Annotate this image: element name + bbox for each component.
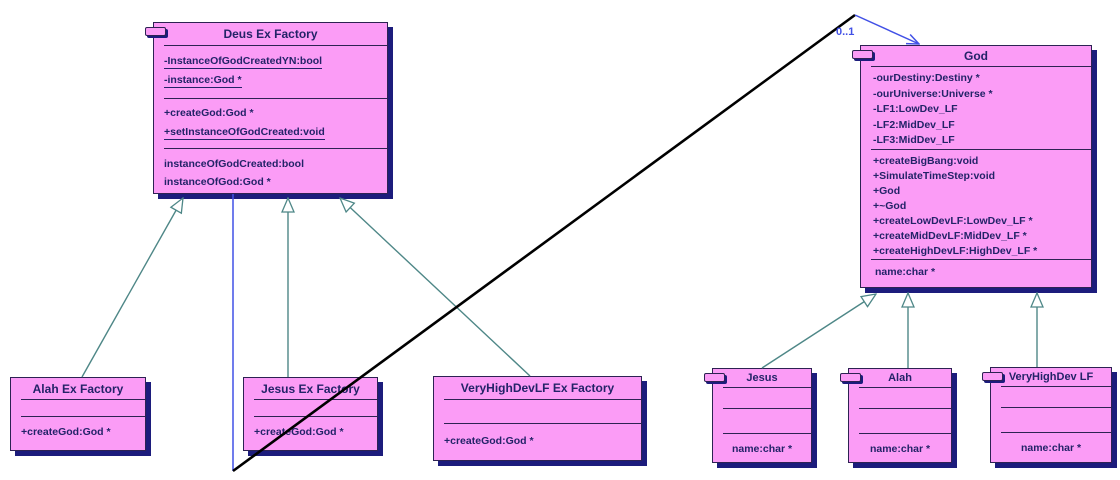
class-title: God xyxy=(964,49,988,63)
attributes-section: -InstanceOfGodCreatedYN:bool -instance:G… xyxy=(154,46,387,98)
methods-section: +createGod:God * +setInstanceOfGodCreate… xyxy=(154,99,387,148)
attributes-section-empty xyxy=(849,388,951,408)
association-deus-to-god-arrow xyxy=(854,14,919,44)
method-row: +createGod:God * xyxy=(444,435,534,447)
section-divider xyxy=(859,408,951,409)
section-divider xyxy=(21,399,145,400)
attributes-section: -ourDestiny:Destiny * -ourUniverse:Unive… xyxy=(861,67,1091,149)
property-row: name:char * xyxy=(1020,442,1082,454)
title-row: Jesus xyxy=(704,369,811,387)
method-row: +createMidDevLF:MidDev_LF * xyxy=(873,230,1027,242)
class-adornment-icon xyxy=(982,372,1003,381)
class-alah[interactable]: Alah name:char * xyxy=(840,368,952,464)
method-row: +createGod:God * xyxy=(254,426,344,438)
attributes-section-empty xyxy=(713,388,811,408)
class-jesus[interactable]: Jesus name:char * xyxy=(704,368,812,464)
property-row: instanceOfGodCreated:bool xyxy=(164,158,305,170)
title-row: VeryHighDevLF Ex Factory xyxy=(434,377,641,399)
properties-section: name:char * xyxy=(849,434,951,464)
attribute-row: -LF3:MidDev_LF xyxy=(873,134,955,146)
deus-title-row: Deus Ex Factory xyxy=(145,23,387,45)
property-row: name:char * xyxy=(875,266,936,278)
methods-section-empty xyxy=(991,408,1111,432)
generalization-alah-ex-factory-to-deus xyxy=(81,198,183,378)
attribute-row: -ourDestiny:Destiny * xyxy=(873,72,980,84)
attribute-row: -LF1:LowDev_LF xyxy=(873,103,958,115)
attributes-section-empty xyxy=(434,400,641,423)
attributes-section-empty xyxy=(11,400,145,416)
methods-section: +createGod:God * xyxy=(434,424,641,462)
title-row: Alah Ex Factory xyxy=(11,378,145,399)
god-title-row: God xyxy=(852,46,1091,66)
title-row: VeryHighDev LF xyxy=(982,368,1111,386)
generalization-jesus-to-god xyxy=(761,294,876,369)
method-row: +createGod:God * xyxy=(21,426,111,438)
method-row: +createHighDevLF:HighDev_LF * xyxy=(873,245,1038,257)
section-divider xyxy=(1001,432,1111,433)
property-row: name:char * xyxy=(869,443,931,455)
class-jesus-ex-factory[interactable]: Jesus Ex Factory +createGod:God * xyxy=(243,377,378,451)
method-row: +SimulateTimeStep:void xyxy=(873,170,996,182)
class-title: Alah Ex Factory xyxy=(32,381,124,396)
property-row: name:char * xyxy=(731,443,793,455)
title-row: Jesus Ex Factory xyxy=(244,378,377,399)
properties-section: name:char * xyxy=(991,433,1111,464)
attributes-section-empty xyxy=(991,387,1111,407)
class-deus-ex-factory[interactable]: Deus Ex Factory -InstanceOfGodCreatedYN:… xyxy=(145,22,388,195)
section-divider xyxy=(1001,407,1111,408)
class-god[interactable]: God -ourDestiny:Destiny * -ourUniverse:U… xyxy=(852,45,1092,289)
section-divider xyxy=(1001,386,1111,387)
method-row: +God xyxy=(873,185,901,197)
generalization-veryhighdevlf-ex-factory-to-deus xyxy=(340,198,531,377)
class-title: Deus Ex Factory xyxy=(223,27,318,41)
attribute-row: -ourUniverse:Universe * xyxy=(873,87,993,100)
class-title: VeryHighDev LF xyxy=(1008,371,1094,383)
method-row: +~God xyxy=(873,200,907,212)
attributes-section-empty xyxy=(244,400,377,416)
section-divider xyxy=(859,387,951,388)
class-adornment-icon xyxy=(840,373,861,382)
methods-section-empty xyxy=(849,409,951,433)
section-divider xyxy=(871,259,1091,260)
class-alah-ex-factory[interactable]: Alah Ex Factory +createGod:God * xyxy=(10,377,146,451)
class-adornment-icon xyxy=(704,373,725,382)
method-row: +createBigBang:void xyxy=(873,155,979,167)
section-divider xyxy=(871,66,1091,67)
properties-section: instanceOfGodCreated:bool instanceOfGod:… xyxy=(154,149,387,195)
title-row: Alah xyxy=(840,369,951,387)
methods-section: +createGod:God * xyxy=(11,417,145,452)
method-row: +createLowDevLF:LowDev_LF * xyxy=(873,215,1033,227)
class-veryhighdevlf-ex-factory[interactable]: VeryHighDevLF Ex Factory +createGod:God … xyxy=(433,376,642,461)
method-row: +createGod:God * xyxy=(164,107,254,119)
class-veryhighdev-lf[interactable]: VeryHighDev LF name:char * xyxy=(982,367,1112,464)
class-title: Jesus xyxy=(746,372,778,384)
properties-section: name:char * xyxy=(713,434,811,464)
methods-section-empty xyxy=(713,409,811,433)
class-title: VeryHighDevLF Ex Factory xyxy=(460,381,615,395)
section-divider xyxy=(21,416,145,417)
section-divider xyxy=(859,433,951,434)
attribute-row: -LF2:MidDev_LF xyxy=(873,118,955,131)
association-multiplicity-label: 0..1 xyxy=(836,26,855,38)
methods-section: +createGod:God * xyxy=(244,417,377,452)
attribute-row: -instance:God * xyxy=(164,74,242,88)
methods-section: +createBigBang:void +SimulateTimeStep:vo… xyxy=(861,150,1091,259)
class-title: Jesus Ex Factory xyxy=(261,381,360,396)
class-adornment-icon xyxy=(852,50,873,59)
attribute-row: -InstanceOfGodCreatedYN:bool xyxy=(164,55,323,69)
method-row: +setInstanceOfGodCreated:void xyxy=(164,126,325,140)
class-title: Alah xyxy=(888,372,912,384)
class-adornment-icon xyxy=(145,27,166,36)
section-divider xyxy=(871,149,1091,150)
properties-section: name:char * xyxy=(861,260,1091,289)
property-row: instanceOfGod:God * xyxy=(164,176,271,188)
